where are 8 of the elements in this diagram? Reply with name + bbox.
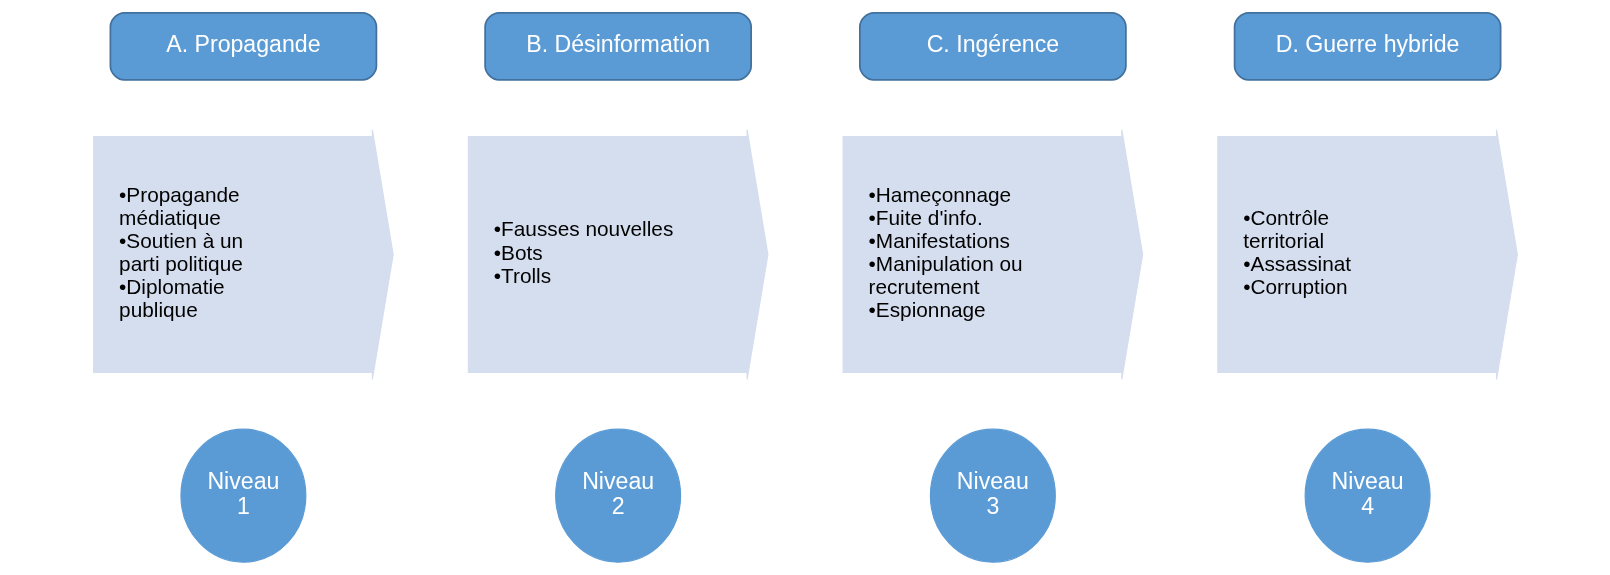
- node-box: C. Ingérence: [858, 11, 1127, 81]
- node-box: A. Propagande: [109, 11, 377, 81]
- node-circle: Niveau 1: [179, 428, 306, 563]
- node-circle: Niveau 2: [554, 428, 681, 563]
- node-circle: Niveau 3: [929, 428, 1056, 563]
- node-circle: Niveau 4: [1304, 428, 1431, 563]
- node-box: D. Guerre hybride: [1233, 11, 1501, 81]
- node-box: B. Désinformation: [483, 11, 752, 81]
